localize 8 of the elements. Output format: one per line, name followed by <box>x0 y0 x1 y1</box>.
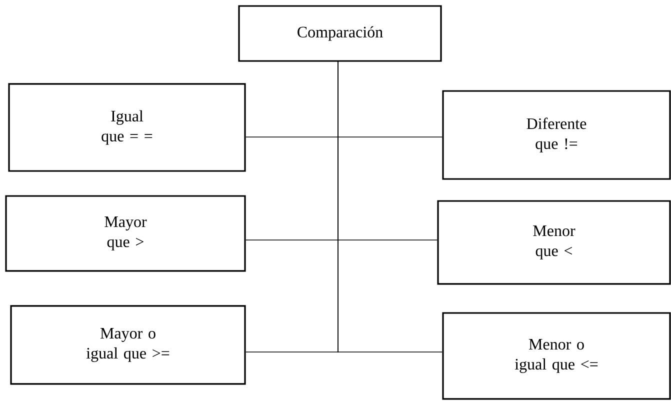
connector-line <box>338 61 443 352</box>
category-box: Diferente que != <box>442 90 671 180</box>
category-box: Mayor que > <box>5 195 246 272</box>
category-box: Mayor o igual que >= <box>10 305 246 385</box>
category-box: Menor o igual que <= <box>442 312 671 400</box>
title-box: Comparación <box>238 5 442 62</box>
category-box: Menor que < <box>437 200 671 285</box>
category-box: Igual que = = <box>8 83 246 172</box>
